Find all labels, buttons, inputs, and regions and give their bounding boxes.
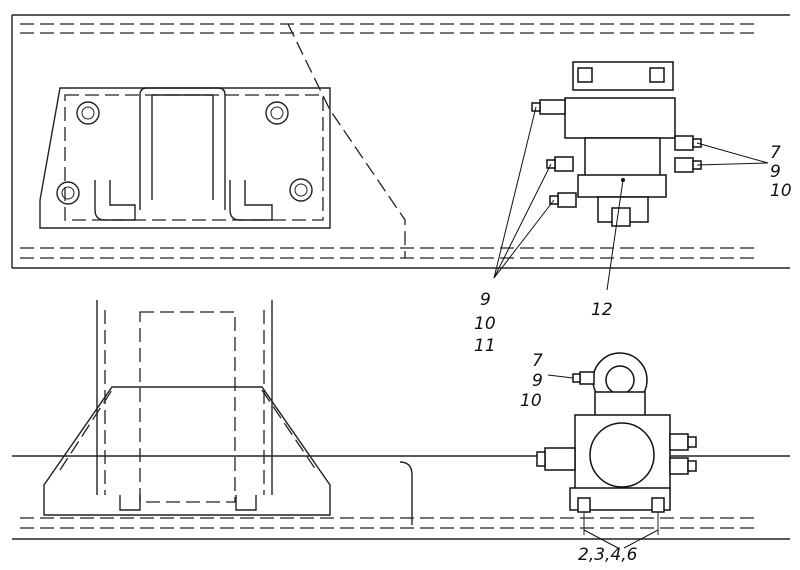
callout-fitting-top-3: 10 [520, 391, 542, 411]
callout-fittings-right-1: 7 [770, 143, 781, 163]
top-leader-lines [493, 106, 769, 291]
callout-fittings-right-3: 10 [770, 181, 792, 201]
callout-fittings-left-3: 11 [474, 336, 496, 356]
top-valve-assembly [531, 61, 702, 227]
callout-fittings-right-2: 9 [770, 162, 781, 182]
callout-bracket-fasteners: 2,3,4,6 [578, 545, 638, 565]
top-frame-rail [11, 14, 790, 269]
callout-valve: 12 [591, 300, 613, 320]
bottom-frame-rail [12, 300, 790, 540]
callout-fittings-left-2: 10 [474, 314, 496, 334]
bottom-leader-lines [547, 374, 659, 549]
callout-fittings-left-1: 9 [480, 290, 491, 310]
bottom-valve-assembly [536, 352, 697, 535]
callout-fitting-top-1: 7 [532, 351, 543, 371]
callout-fitting-top-2: 9 [532, 371, 543, 391]
